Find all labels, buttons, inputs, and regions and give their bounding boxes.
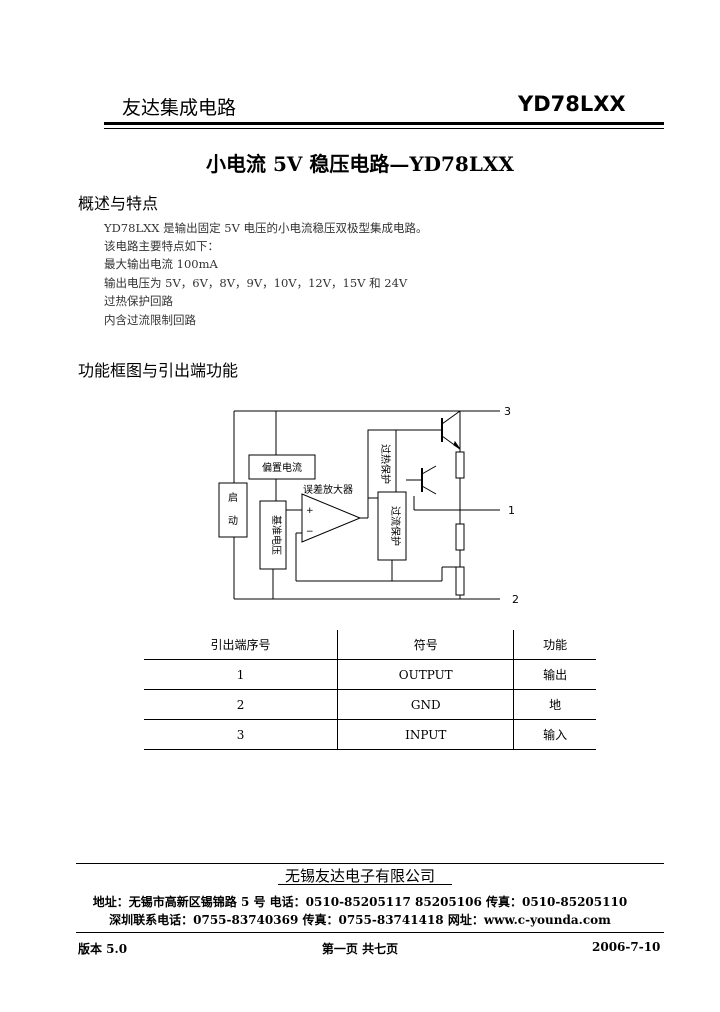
pin-number-cell: 1: [144, 659, 339, 690]
pin-function-cell: 输入: [513, 719, 596, 750]
header-rule-thin: [104, 128, 664, 129]
resistor: [455, 566, 465, 596]
pin-1-label: 1: [508, 504, 515, 517]
pin-3-label: 3: [504, 405, 511, 418]
overview-line: 过热保护回路: [104, 294, 173, 308]
startup-label-1: 启: [228, 491, 238, 504]
error-amp-label: 误差放大器: [303, 483, 353, 496]
sense-transistor-collector: [421, 465, 437, 475]
reference-voltage-label: 基准电压: [270, 515, 283, 555]
table-row: 1 OUTPUT 输出: [144, 659, 596, 690]
resistor: [455, 523, 465, 551]
footer-address: 地址：无锡市高新区锡锦路 5 号 电话：0510-85205117 852051…: [92, 895, 628, 909]
pass-transistor-collector: [441, 410, 461, 425]
diagram-heading: 功能框图与引出端功能: [78, 361, 239, 380]
emitter-arrow: [453, 440, 461, 450]
bias-current-label: 偏置电流: [262, 461, 302, 474]
pin-symbol-cell: OUTPUT: [337, 659, 515, 690]
pin-function-table: 引出端序号 符号 功能 1 OUTPUT 输出 2 GND 地 3 INPUT …: [144, 630, 596, 750]
product-code: YD78LXX: [518, 92, 626, 116]
pin-symbol-cell: INPUT: [337, 719, 515, 750]
table-row: 3 INPUT 输入: [144, 719, 596, 750]
pin-symbol-cell: GND: [337, 689, 515, 720]
table-header-cell: 符号: [337, 630, 515, 660]
pin-2-label: 2: [512, 593, 519, 606]
startup-block: [218, 482, 248, 538]
footer-shenzhen-contact: 深圳联系电话：0755-83740369 传真：0755-83741418 网址…: [109, 913, 611, 927]
footer-version: 版本 5.0: [78, 942, 128, 956]
overcurrent-protection-block: [377, 491, 407, 561]
pin-number-cell: 3: [144, 719, 339, 750]
pin-number-cell: 2: [144, 689, 339, 720]
overview-line: 内含过流限制回路: [104, 313, 196, 327]
table-row: 2 GND 地: [144, 689, 596, 720]
footer-rule-top: [76, 863, 664, 864]
footer-company-underline: [278, 884, 452, 885]
company-name: 友达集成电路: [122, 97, 237, 119]
block-diagram: 启 动 偏置电流 基准电压 误差放大器 + − 过热保护 过流保护 3 1 2: [218, 405, 519, 606]
header-rule-thick: [104, 122, 664, 125]
overview-line: 输出电压为 5V，6V，8V，9V，10V，12V，15V 和 24V: [104, 276, 408, 290]
document-title: 小电流 5V 稳压电路—YD78LXX: [206, 152, 514, 176]
amp-plus-sign: +: [306, 506, 314, 516]
amp-minus-sign: −: [306, 527, 314, 537]
pin-function-cell: 输出: [513, 659, 596, 690]
sense-transistor-emitter: [421, 485, 437, 495]
overheat-protection-label: 过热保护: [379, 444, 392, 484]
overcurrent-protection-label: 过流保护: [389, 506, 402, 546]
overview-line: YD78LXX 是输出固定 5V 电压的小电流稳压双极型集成电路。: [104, 221, 428, 235]
table-header-row: 引出端序号 符号 功能: [144, 630, 596, 660]
footer-date: 2006-7-10: [592, 940, 661, 954]
table-header-cell: 引出端序号: [144, 630, 339, 660]
overview-line: 该电路主要特点如下：: [104, 239, 219, 253]
footer-company: 无锡友达电子有限公司: [284, 867, 435, 885]
overheat-protection-block: [367, 429, 397, 499]
bias-current-block: [248, 454, 316, 480]
pin-function-cell: 地: [513, 689, 596, 720]
startup-label-2: 动: [228, 515, 238, 527]
overview-line: 最大输出电流 100mA: [104, 257, 218, 271]
error-amplifier: [301, 493, 362, 543]
overview-heading: 概述与特点: [78, 194, 159, 213]
footer-rule-bottom: [76, 932, 664, 933]
resistor: [455, 451, 465, 479]
reference-voltage-block: [259, 500, 287, 570]
footer-page-number: 第一页 共七页: [321, 942, 399, 956]
table-header-cell: 功能: [513, 630, 596, 660]
